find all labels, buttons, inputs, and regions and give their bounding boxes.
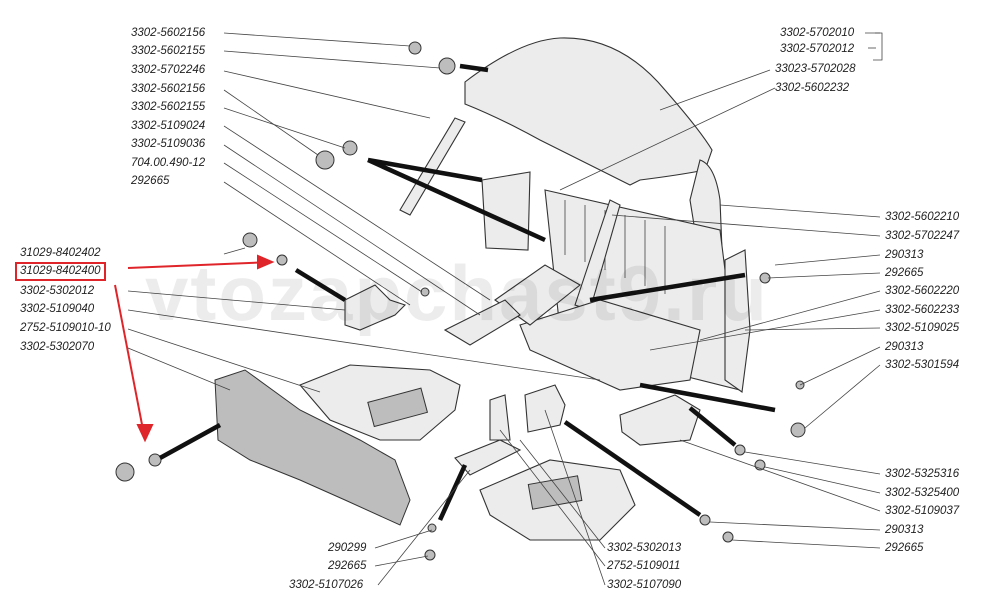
part-label: 3302-5602233 — [885, 304, 960, 316]
part-label: 292665 — [131, 175, 170, 187]
part-label: 3302-5702010 — [780, 27, 855, 39]
part-label: 31029-8402402 — [20, 247, 101, 259]
part-label: 3302-5109024 — [131, 120, 206, 132]
part-label: 3302-5107090 — [607, 579, 682, 591]
part-label: 3302-5602155 — [131, 45, 206, 57]
sill-trim — [443, 299, 521, 346]
part-label: 292665 — [885, 267, 924, 279]
mat-pad — [367, 387, 429, 428]
part-label: 2752-5109011 — [607, 560, 681, 572]
part-label: 3302-5702247 — [885, 230, 960, 242]
part-label: 290313 — [885, 249, 924, 261]
side-trim-panel — [481, 171, 531, 251]
part-label: 3302-5109037 — [885, 505, 960, 517]
part-label: 3302-5602156 — [131, 83, 206, 95]
part-label: 3302-5302013 — [607, 542, 682, 554]
highlighted-part-label[interactable]: 31029-8402400 — [15, 262, 106, 281]
part-label: 3302-5325400 — [885, 487, 960, 499]
part-label: 3302-5602155 — [131, 101, 206, 113]
part-label: 33023-5702028 — [775, 63, 856, 75]
part-label: 292665 — [885, 542, 924, 554]
part-label: 3302-5602220 — [885, 285, 960, 297]
part-label: 704.00.490-12 — [131, 157, 206, 169]
part-label: 3302-5602156 — [131, 27, 206, 39]
part-label: 3302-5702246 — [131, 64, 206, 76]
part-label: 290299 — [328, 542, 367, 554]
part-label: 3302-5301594 — [885, 359, 960, 371]
part-label: 3302-5702012 — [780, 43, 855, 55]
part-label: 2752-5109010-10 — [20, 322, 111, 334]
part-label: 3302-5107026 — [289, 579, 364, 591]
front-floor-insulation — [214, 369, 411, 526]
rear-window-seal — [399, 117, 466, 216]
kick-panel — [344, 284, 407, 331]
highlight-arrows — [114, 254, 275, 443]
floor-sill — [494, 264, 581, 326]
part-label: 3302-5602232 — [775, 82, 850, 94]
rear-cab-panel — [464, 37, 713, 186]
part-label: 290313 — [885, 524, 924, 536]
part-label: 3302-5302070 — [20, 341, 95, 353]
part-label: 3302-5109040 — [20, 303, 95, 315]
part-label: 3302-5109036 — [131, 138, 206, 150]
console-bracket — [524, 384, 566, 433]
part-label: 3302-5109025 — [885, 322, 960, 334]
part-label: 3302-5302012 — [20, 285, 95, 297]
part-label: 292665 — [328, 560, 367, 572]
gear-boot — [489, 394, 511, 441]
step-pad — [619, 394, 701, 446]
part-label: 290313 — [885, 341, 924, 353]
part-label: 3302-5602210 — [885, 211, 960, 223]
clip-fasteners — [115, 41, 806, 561]
wheel-arch-trim — [724, 249, 751, 393]
part-label: 3302-5325316 — [885, 468, 960, 480]
watermark: vtozapchast9.ru — [145, 249, 769, 337]
